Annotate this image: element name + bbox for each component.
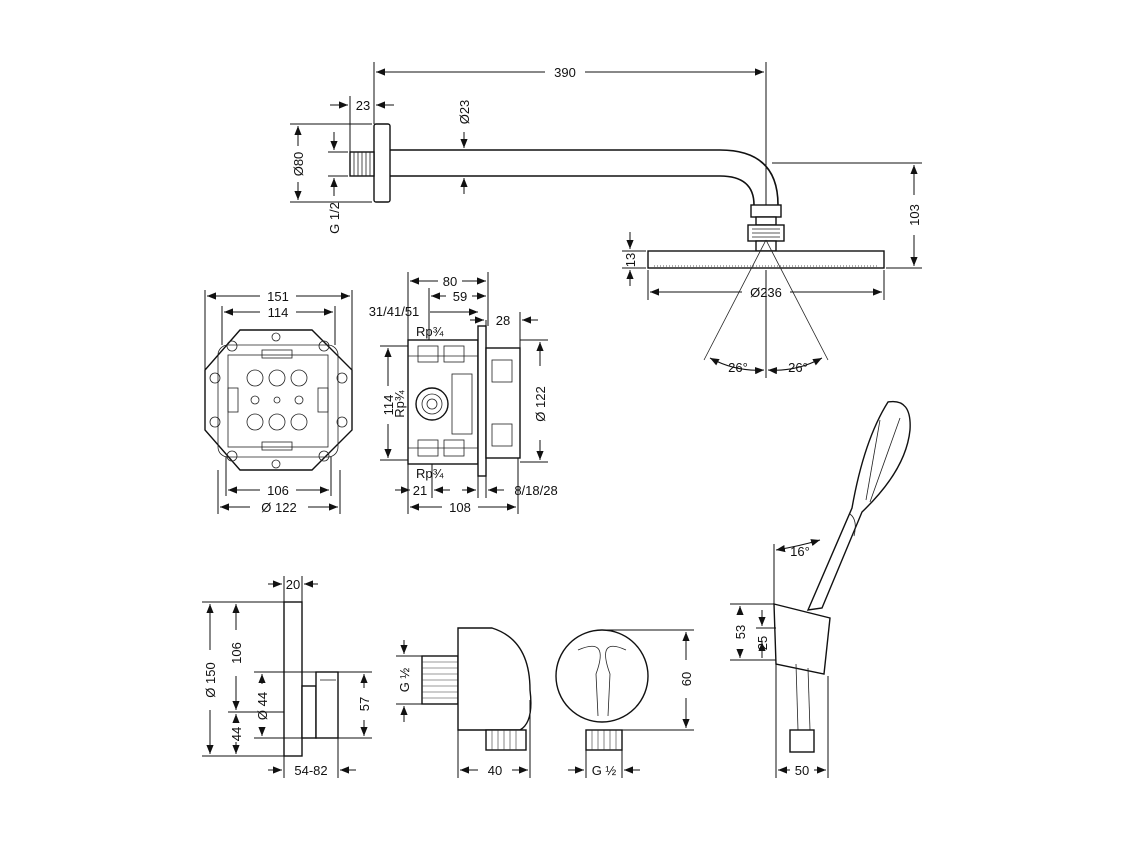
rp-bottom-label: Rp¾: [416, 466, 444, 481]
tube-dia-label: Ø23: [457, 100, 472, 125]
outlet-width-label: 40: [488, 763, 502, 778]
box-width-151: 151: [267, 289, 289, 304]
box-width-106: 106: [267, 483, 289, 498]
knob-depth-label: 57: [357, 697, 372, 711]
projection-label: 54-82: [294, 763, 327, 778]
head-drop-label: 103: [907, 204, 922, 226]
box-front-view: 151 114 106 Ø 122: [204, 289, 353, 515]
tilt-angle-label: 16°: [790, 544, 810, 559]
spray-angle-right: 26°: [788, 360, 808, 375]
head-thickness-label: 13: [623, 253, 638, 267]
holder-53-label: 53: [733, 625, 748, 639]
wall-options-label: 8/18/28: [514, 483, 557, 498]
shower-arm-view: 390 23 Ø23 Ø80 G 1/2 103 13: [290, 62, 922, 378]
side-height-114: 114: [381, 395, 396, 416]
side-width-59: 59: [453, 289, 467, 304]
height-106-label: 106: [229, 642, 244, 664]
flange-dia-label: Ø80: [291, 152, 306, 177]
plate-depth-label: 20: [286, 577, 300, 592]
outlet-side-view: G ½ 40: [396, 627, 532, 778]
knob-dia-label: Ø 44: [255, 692, 270, 720]
thread-label: G 1/2: [327, 202, 342, 234]
bottom-108-label: 108: [449, 500, 471, 515]
rp-side-label: Rp¾: [392, 390, 407, 418]
outlet-thread-side: G ½: [397, 668, 412, 693]
hand-shower-view: 16° 53 25 50: [730, 400, 911, 778]
rp-top-label: Rp¾: [416, 324, 444, 339]
plate-dia-label: Ø 150: [203, 662, 218, 697]
bottom-21-label: 21: [413, 483, 427, 498]
holder-width-label: 50: [795, 763, 809, 778]
thermostat-view: 20 Ø 150 106 44 Ø 44 57 54-82: [202, 576, 372, 778]
arm-length-label: 390: [554, 65, 576, 80]
outlet-front-view: 60 G ½: [555, 629, 694, 778]
cover-28-label: 28: [496, 313, 510, 328]
outlet-height-label: 60: [679, 672, 694, 686]
depth-options-label: 31/41/51: [369, 304, 420, 319]
outlet-thread-bottom: G ½: [592, 763, 617, 778]
side-dia-122: Ø 122: [533, 386, 548, 421]
box-side-view: Rp¾ Rp¾ Rp¾ 80 59 31/41/51 28 114 Ø: [369, 272, 558, 515]
box-dia-122: Ø 122: [261, 500, 296, 515]
box-width-114: 114: [268, 305, 289, 320]
holder-25-label: 25: [755, 636, 770, 650]
knob-offset-label: 44: [229, 727, 244, 741]
side-width-80: 80: [443, 274, 457, 289]
spray-angle-left: 26°: [728, 360, 748, 375]
flange-depth-label: 23: [356, 98, 370, 113]
